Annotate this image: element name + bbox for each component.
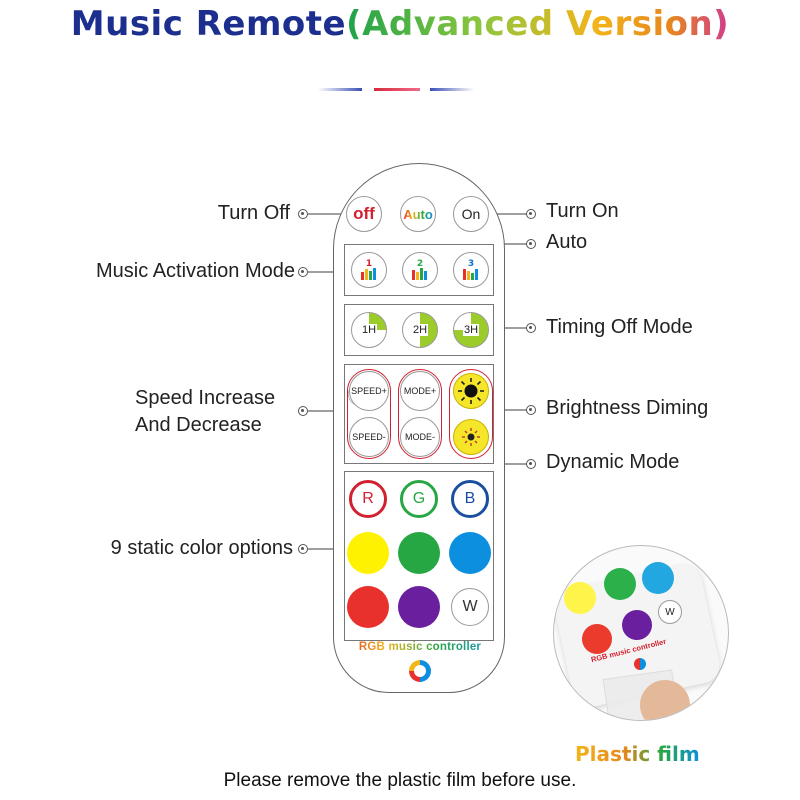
inset-red-button [582, 624, 612, 654]
label-music-mode: Music Activation Mode [96, 260, 295, 282]
dot-timing [526, 323, 536, 333]
speed-pill [347, 369, 391, 459]
yellow-button[interactable] [347, 532, 389, 574]
inset-white-button: W [658, 600, 682, 624]
dot-auto [526, 239, 536, 249]
footer-note: Please remove the plastic film before us… [223, 770, 577, 791]
title-part2: (Advanced Version) [346, 4, 730, 44]
blue-button[interactable]: B [451, 480, 489, 518]
auto-button-label: Auto [403, 206, 433, 222]
label-dynamic: Dynamic Mode [546, 451, 680, 473]
dot-turn-on [526, 209, 536, 219]
color-panel: R G B W [344, 471, 494, 641]
white-button-label: W [462, 598, 478, 615]
red-button[interactable]: R [349, 480, 387, 518]
equalizer-2-icon: 2 [412, 259, 427, 280]
brightness-pill [449, 369, 493, 459]
label-static-colors: 9 static color options [110, 537, 293, 559]
label-brightness: Brightness Diming [546, 397, 709, 419]
page-title: Music Remote(Advanced Version) [0, 4, 800, 44]
brand-logo-icon [409, 660, 431, 682]
green-button[interactable]: G [400, 480, 438, 518]
decor-line-2 [374, 88, 420, 91]
decor-line-3 [430, 88, 474, 91]
on-button-label: On [461, 206, 481, 222]
timer-3h-button[interactable]: 3H [453, 312, 489, 348]
dot-turn-off [298, 209, 308, 219]
off-button[interactable]: off [346, 196, 382, 232]
sun-small-icon [462, 428, 480, 446]
svg-text:2: 2 [417, 259, 423, 269]
label-speed-1: Speed Increase [135, 387, 276, 409]
off-button-label: off [353, 204, 375, 223]
remote-body: off Auto On 1 2 3 [333, 163, 505, 693]
speed-mode-panel: SPEED+ SPEED- MODE+ MODE- [344, 364, 494, 464]
label-auto: Auto [546, 231, 588, 253]
dot-speed [298, 406, 308, 416]
mode-up-button[interactable]: MODE+ [400, 371, 440, 411]
timer-1h-button[interactable]: 1H [351, 312, 387, 348]
brightness-down-button[interactable] [453, 419, 489, 455]
dot-brightness [526, 405, 536, 415]
speed-up-label: SPEED+ [351, 386, 387, 396]
svg-text:1: 1 [366, 259, 372, 269]
music-mode-panel: 1 2 3 [344, 244, 494, 296]
title-part1: Music Remote [70, 4, 347, 44]
equalizer-3-icon: 3 [463, 259, 478, 280]
auto-button[interactable]: Auto [400, 196, 436, 232]
brand-text: RGB music controller [334, 641, 506, 653]
plastic-film-label: Plastic film [575, 742, 700, 766]
dot-music-mode [298, 267, 308, 277]
brightness-up-button[interactable] [453, 373, 489, 409]
inset-blue-button [642, 562, 674, 594]
inset-green-button [604, 568, 636, 600]
label-timing: Timing Off Mode [546, 316, 693, 338]
mode-down-button[interactable]: MODE- [400, 417, 440, 457]
plastic-film-photo: W RGB music controller [553, 545, 729, 721]
music-mode-1-button[interactable]: 1 [351, 252, 387, 288]
timer-3h-label: 3H [462, 324, 480, 336]
fingertip [640, 680, 690, 720]
music-mode-2-button[interactable]: 2 [402, 252, 438, 288]
mode-down-label: MODE- [405, 432, 435, 442]
white-button[interactable]: W [451, 588, 489, 626]
blue-solid-button[interactable] [449, 532, 491, 574]
mode-up-label: MODE+ [403, 386, 437, 396]
equalizer-1-icon: 1 [361, 259, 376, 280]
inset-purple-button [622, 610, 652, 640]
purple-button[interactable] [398, 586, 440, 628]
sun-large-icon [458, 378, 484, 404]
mode-pill [398, 369, 442, 459]
green-button-label: G [412, 490, 426, 507]
label-turn-on: Turn On [546, 200, 619, 222]
timer-2h-button[interactable]: 2H [402, 312, 438, 348]
label-speed-2: And Decrease [135, 414, 262, 436]
speed-up-button-face[interactable]: SPEED+ [349, 371, 389, 411]
speed-down-button[interactable]: SPEED- [349, 417, 389, 457]
speed-down-label: SPEED- [352, 432, 386, 442]
inset-white-label: W [665, 606, 675, 618]
timer-2h-label: 2H [411, 324, 429, 336]
inset-logo-icon [634, 658, 646, 670]
music-mode-3-button[interactable]: 3 [453, 252, 489, 288]
red-solid-button[interactable] [347, 586, 389, 628]
decor-line-1 [318, 88, 362, 91]
timer-panel: 1H 2H 3H [344, 304, 494, 356]
blue-button-label: B [464, 490, 476, 507]
label-turn-off: Turn Off [217, 202, 290, 224]
green-solid-button[interactable] [398, 532, 440, 574]
on-button[interactable]: On [453, 196, 489, 232]
dot-static-colors [298, 544, 308, 554]
svg-text:3: 3 [468, 259, 474, 269]
red-button-label: R [362, 490, 374, 507]
inset-yellow-button [564, 582, 596, 614]
dot-dynamic [526, 459, 536, 469]
timer-1h-label: 1H [360, 324, 378, 336]
